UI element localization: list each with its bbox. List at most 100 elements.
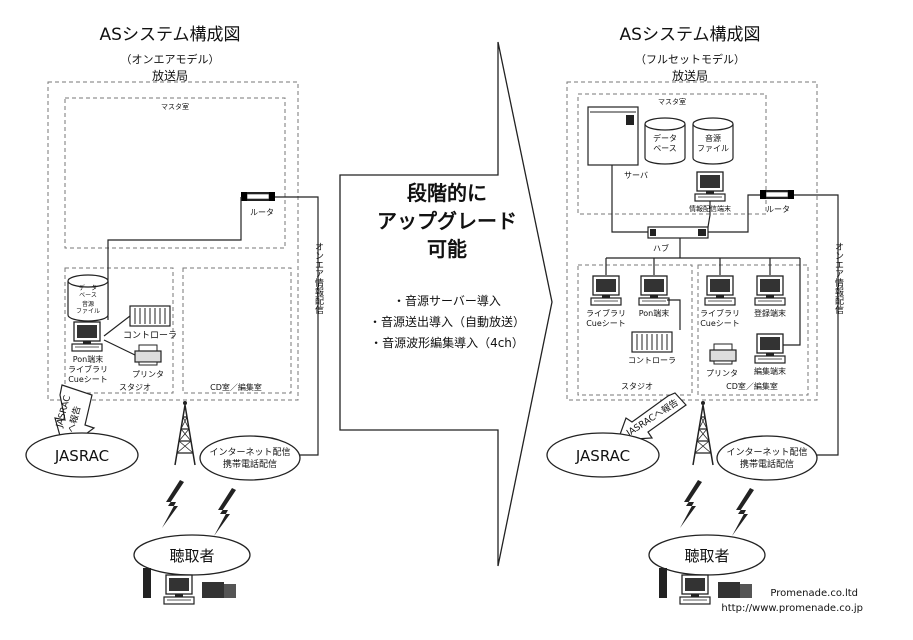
center-arrow-panel: 段階的に アップグレード 可能 ・音源サーバー導入 ・音源送出導入（自動放送） … xyxy=(339,41,553,567)
bullet-1: ・音源サーバー導入 xyxy=(393,293,501,308)
left-model-label: （オンエアモデル） xyxy=(121,52,220,66)
right-controller-label: コントローラ xyxy=(628,356,676,365)
footer-company: Promenade.co.ltd xyxy=(770,588,858,599)
left-signal-bolt-1 xyxy=(162,480,184,528)
right-printer-icon xyxy=(709,343,737,365)
right-register-label: 登録端末 xyxy=(754,308,786,318)
left-station-box xyxy=(47,81,299,401)
right-onair-label: オンエア情報配信 xyxy=(833,242,844,315)
left-pon-label-1: Pon端末 xyxy=(73,354,104,364)
right-info-hub-line xyxy=(707,201,711,228)
left-onair-line xyxy=(275,196,319,456)
right-hub-router-line xyxy=(708,194,760,233)
right-audio-label-1: 音源 xyxy=(705,133,721,143)
left-studio-label: スタジオ xyxy=(119,383,151,392)
right-internet-label-2: 携帯電話配信 xyxy=(740,458,794,470)
left-internet-label-2: 携帯電話配信 xyxy=(223,458,277,470)
right-station-label: 放送局 xyxy=(672,68,708,83)
right-diagram: ASシステム構成図 （フルセットモデル） 放送局 マスタ室 サーバ データ ベー… xyxy=(546,25,844,605)
right-router-label: ルータ xyxy=(766,205,790,214)
left-db-label-2: ベース xyxy=(79,292,97,299)
right-internet-label-1: インターネット配信 xyxy=(726,446,807,458)
right-router-icon xyxy=(759,189,795,200)
right-db-label-1: データ xyxy=(653,133,677,143)
right-info-terminal-icon xyxy=(694,171,726,202)
right-listener-pc-icon xyxy=(679,574,711,605)
right-register-terminal-icon xyxy=(754,275,786,306)
right-tower-icon xyxy=(692,400,714,466)
footer-url: http://www.promenade.co.jp xyxy=(721,603,863,614)
right-station-box xyxy=(566,81,818,401)
right-stereo-icon xyxy=(718,582,740,598)
right-db-label-2: ベース xyxy=(653,144,677,153)
left-internet-label-1: インターネット配信 xyxy=(209,446,290,458)
headline-line-3: 可能 xyxy=(427,237,467,261)
left-printer-label: プリンタ xyxy=(132,370,164,379)
left-cd-room-label: CD室／編集室 xyxy=(210,382,262,392)
bullet-2: ・音源送出導入（自動放送） xyxy=(369,314,525,329)
left-cd-room-box xyxy=(182,267,292,394)
right-audio-label-2: ファイル xyxy=(697,144,729,153)
right-library-terminal-2-icon xyxy=(704,275,736,306)
left-master-room-label: マスタ室 xyxy=(161,102,189,111)
left-controller-icon xyxy=(129,305,171,327)
bullet-3: ・音源波形編集導入（4ch） xyxy=(370,335,524,350)
left-title: ASシステム構成図 xyxy=(100,25,241,45)
right-lan-lines xyxy=(605,238,801,346)
headline-line-1: 段階的に xyxy=(407,181,487,205)
right-library2-label-2: Cueシート xyxy=(700,319,740,328)
upgrade-arrow xyxy=(339,41,553,567)
left-listener-label: 聴取者 xyxy=(169,547,214,565)
left-phone-icon xyxy=(143,568,151,598)
right-library1-label-2: Cueシート xyxy=(586,319,626,328)
right-phone-icon xyxy=(659,568,667,598)
right-server-hub-line xyxy=(611,165,648,233)
right-model-label: （フルセットモデル） xyxy=(635,52,745,66)
left-stereo-icon xyxy=(202,582,224,598)
left-router-icon xyxy=(240,191,276,202)
right-cd-room-label: CD室／編集室 xyxy=(726,381,778,391)
right-signal-bolt-1 xyxy=(680,480,702,528)
right-pon-terminal-icon xyxy=(638,275,670,306)
right-master-room-box xyxy=(577,93,767,215)
left-diagram: ASシステム構成図 （オンエアモデル） 放送局 マスタ室 ルータ データ ベース… xyxy=(25,25,324,605)
right-server-label: サーバ xyxy=(624,171,648,180)
right-jasrac-bubble xyxy=(546,432,660,478)
left-onair-label: オンエア情報配信 xyxy=(313,242,324,315)
right-internet-bubble xyxy=(716,435,818,481)
left-signal-bolt-2 xyxy=(214,488,236,536)
right-onair-line xyxy=(794,194,839,456)
right-signal-bolt-2 xyxy=(732,488,754,536)
left-router-studio-line xyxy=(107,197,242,320)
right-title: ASシステム構成図 xyxy=(620,25,761,45)
right-library1-label-1: ライブラリ xyxy=(586,308,626,318)
right-edit-terminal-label: 編集端末 xyxy=(754,366,786,376)
right-library2-label-1: ライブラリ xyxy=(700,308,740,318)
right-studio-label: スタジオ xyxy=(621,382,653,391)
right-master-room-label: マスタ室 xyxy=(658,97,686,106)
left-tower-icon xyxy=(174,400,196,466)
left-studio-box xyxy=(64,267,174,394)
right-listener-label: 聴取者 xyxy=(684,547,729,565)
right-printer-label: プリンタ xyxy=(706,369,738,378)
left-controller-label: コントローラ xyxy=(123,330,177,341)
left-station-label: 放送局 xyxy=(152,68,188,83)
right-controller-icon xyxy=(631,331,673,353)
left-printer-icon xyxy=(134,344,162,366)
left-master-room-box xyxy=(64,97,286,249)
left-router-label: ルータ xyxy=(250,208,274,217)
right-library-terminal-1-icon xyxy=(590,275,622,306)
right-studio-box xyxy=(577,264,693,396)
right-cd-room-box xyxy=(697,264,809,396)
right-report-label: JASRACへ報告 xyxy=(623,396,680,439)
left-internet-bubble xyxy=(199,435,301,481)
left-jasrac-label: JASRAC xyxy=(54,447,109,465)
right-edit-terminal-icon xyxy=(754,333,786,364)
left-studio-links xyxy=(103,315,136,356)
headline-line-2: アップグレード xyxy=(377,209,517,233)
right-pon-label: Pon端末 xyxy=(639,308,670,318)
left-pon-terminal-icon xyxy=(71,321,103,352)
right-hub-label: ハブ xyxy=(653,243,669,253)
left-listener-pc-icon xyxy=(163,574,195,605)
